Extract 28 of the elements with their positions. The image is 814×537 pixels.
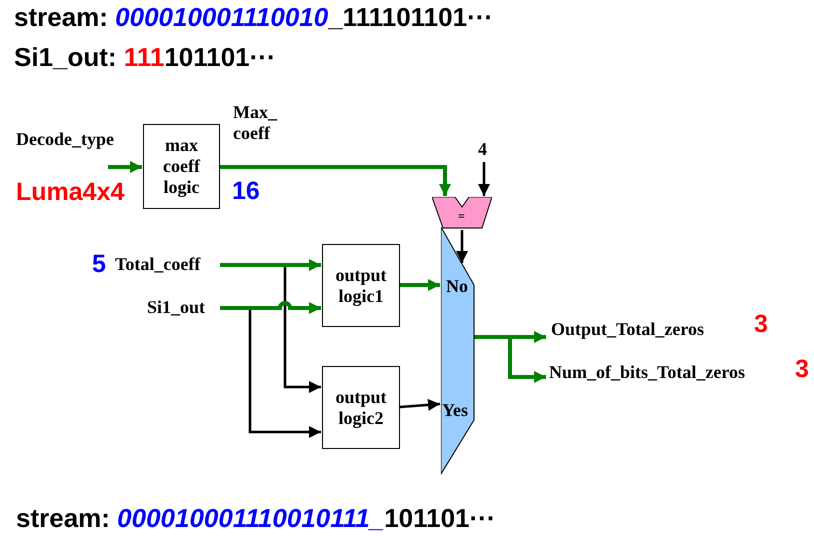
bitstream-text: stream: 000010001110010111_101101···: [16, 504, 496, 534]
value-label: 5: [92, 250, 106, 279]
input-label: Si1_out: [147, 297, 206, 318]
input-label: Total_coeff: [115, 254, 200, 275]
logic-block: output logic2: [322, 366, 400, 449]
arrow: [220, 165, 451, 196]
input-label: No: [446, 276, 468, 297]
arrow: [220, 259, 321, 271]
logic-block: max coeff logic: [143, 124, 220, 209]
bitstream-text: Si1_out: 111101101···: [14, 43, 276, 73]
value-label: 3: [754, 310, 768, 339]
arrow: [400, 279, 440, 291]
input-label: Yes: [442, 400, 468, 421]
input-label: Decode_type: [16, 129, 114, 150]
arrow: [456, 230, 468, 263]
output-label: Output_Total_zeros: [551, 319, 704, 340]
output-label: Num_of_bits_Total_zeros: [549, 362, 746, 383]
value-label: 3: [795, 355, 809, 384]
logic-block: output logic1: [322, 244, 400, 327]
value-label: Luma4x4: [16, 178, 124, 207]
arrow: [220, 301, 321, 314]
operator-label: =: [458, 210, 465, 224]
input-label: 4: [478, 139, 487, 160]
bitstream-text: stream: 000010001110010_111101101···: [14, 3, 494, 33]
arrow: [478, 162, 490, 196]
arrow: [400, 398, 440, 411]
value-label: 16: [232, 177, 260, 206]
arrow: [108, 161, 142, 173]
